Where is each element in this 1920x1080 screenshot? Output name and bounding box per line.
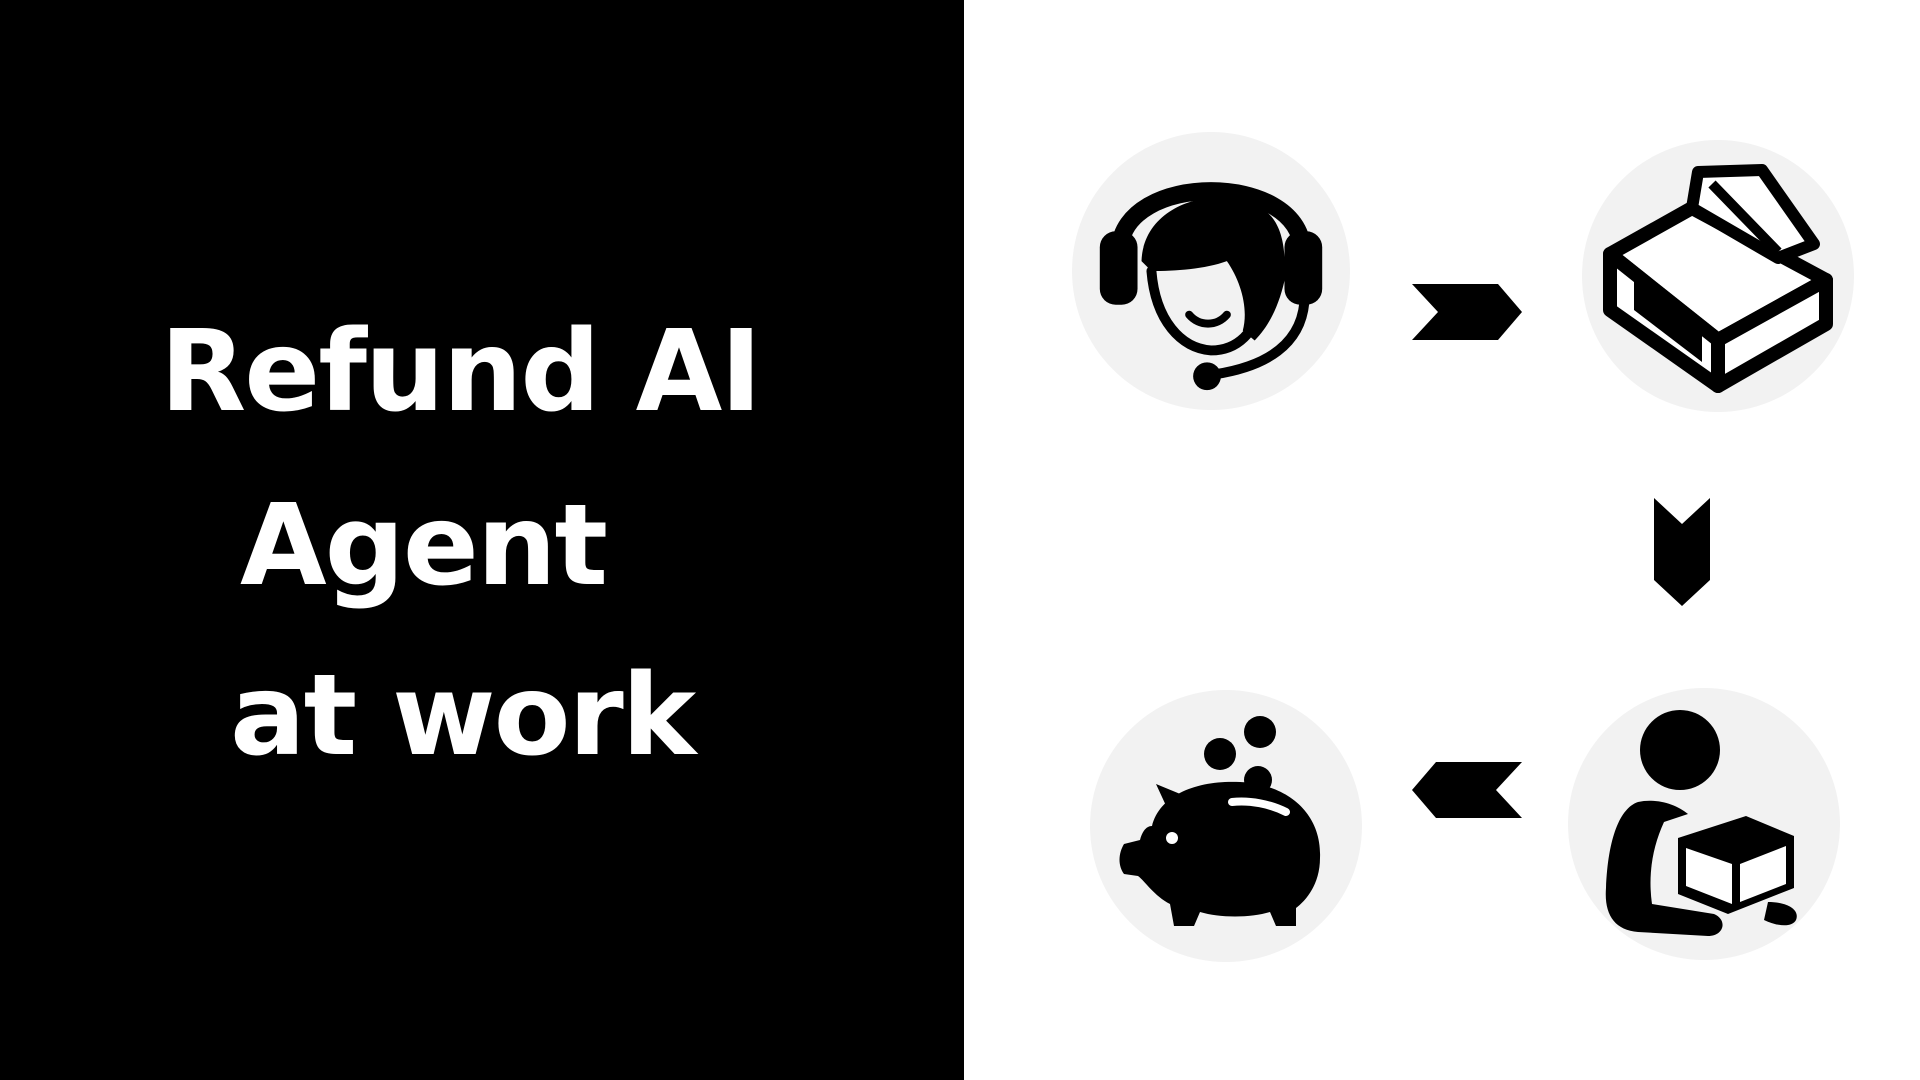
step-refund-issued [1090,690,1362,962]
step-package-received [1568,688,1840,960]
open-box-icon [1603,164,1833,393]
step-customer-support [1072,132,1350,410]
person-holding-box-icon [1605,710,1797,936]
arrow-right [1412,284,1522,340]
title-line-1: Refund AI [160,307,762,437]
customer-support-headset-icon [1099,182,1323,391]
piggy-bank-icon [1119,716,1321,926]
title-panel: Refund AI Agent at work [0,0,964,1080]
title-line-2: Agent [240,481,608,611]
arrow-down [1654,498,1710,606]
arrow-left [1412,762,1522,818]
title-line-3: at work [230,651,696,781]
step-return-package [1582,140,1854,412]
